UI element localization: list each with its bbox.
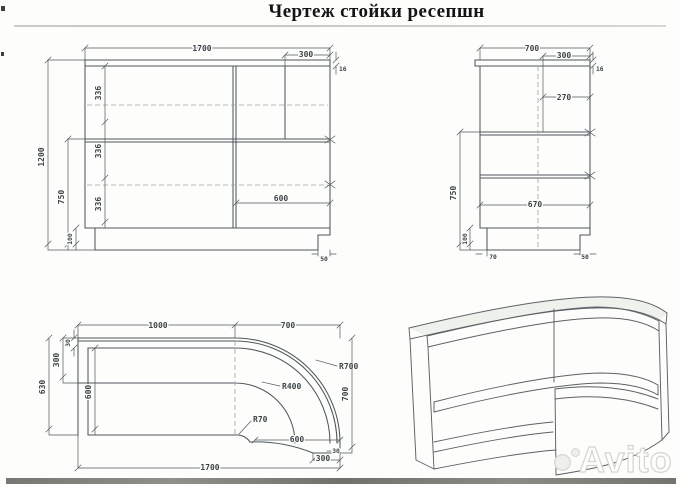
page-title: Чертеж стойки ресепшн xyxy=(268,1,485,22)
dim-side-inner-depth: 670 xyxy=(528,200,543,209)
dim-plan-end-width: 300 xyxy=(316,454,331,463)
dim-plan-end-inset: 30 xyxy=(332,448,340,455)
dim-plan-counter-depth: 300 xyxy=(52,353,61,368)
perspective-sketch xyxy=(408,296,670,476)
dim-front-counter-height: 750 xyxy=(57,190,66,205)
dim-front-inner-width: 600 xyxy=(274,194,289,203)
dim-plan-work-depth: 600 xyxy=(84,385,93,400)
dim-front-shelf-gap-1: 336 xyxy=(94,86,103,101)
dim-side-thickness: 16 xyxy=(596,66,604,73)
dim-front-plinth: 100 xyxy=(67,233,74,245)
dim-plan-radius-corner: R70 xyxy=(253,415,268,424)
dim-front-width-total: 1700 xyxy=(192,44,211,53)
avito-watermark: Avito xyxy=(552,439,673,480)
dim-side-shelf-depth: 270 xyxy=(557,93,572,102)
scan-speck xyxy=(1,6,5,11)
dim-front-thickness: 16 xyxy=(339,66,347,73)
dim-side-depth-total: 700 xyxy=(525,44,540,53)
dim-side-plinth: 100 xyxy=(462,233,469,245)
scan-speck xyxy=(1,52,4,56)
front-dimensions: 1700 300 16 1200 750 100 336 336 336 600… xyxy=(36,43,348,265)
dim-plan-left-depth: 630 xyxy=(38,380,47,395)
avito-watermark-text: Avito xyxy=(578,439,673,480)
dim-plan-right-depth: 700 xyxy=(341,387,350,402)
dim-plan-inner-span: 600 xyxy=(290,435,305,444)
front-outline xyxy=(84,59,336,251)
plan-view-drawing: 1000 700 30 300 630 600 R700 R400 R70 60… xyxy=(37,320,360,474)
dim-front-height-total: 1200 xyxy=(37,147,46,166)
dim-side-counter-height: 750 xyxy=(449,186,458,201)
avito-logo-icon xyxy=(552,441,580,479)
dim-plan-edge-inset: 30 xyxy=(65,339,72,347)
title-divider xyxy=(14,25,666,27)
front-view-drawing: 1700 300 16 1200 750 100 336 336 336 600… xyxy=(36,43,348,265)
dim-side-top-section: 300 xyxy=(557,51,572,60)
dim-plan-radius-outer: R700 xyxy=(339,362,358,371)
dim-front-top-section: 300 xyxy=(299,50,314,59)
dim-side-toe: 70 xyxy=(489,254,497,261)
plan-outline xyxy=(77,337,341,454)
scan-artifact-bottom xyxy=(6,478,676,484)
plan-dimensions: 1000 700 30 300 630 600 R700 R400 R70 60… xyxy=(37,320,360,474)
perspective-view-drawing xyxy=(408,296,670,476)
avito-logo-dot-small xyxy=(571,448,580,457)
dim-plan-radius-mid: R400 xyxy=(282,382,301,391)
dim-front-shelf-gap-3: 336 xyxy=(94,197,103,212)
dim-front-notch: 50 xyxy=(320,256,328,263)
side-view-drawing: 700 300 16 270 750 670 100 70 50 xyxy=(448,43,605,263)
avito-logo-dot-large xyxy=(554,454,571,471)
dim-side-notch: 50 xyxy=(581,254,589,261)
dim-plan-curve-span: 700 xyxy=(281,321,296,330)
side-dimensions: 700 300 16 270 750 670 100 70 50 xyxy=(448,43,605,263)
dim-plan-total-length: 1700 xyxy=(200,463,219,472)
dim-front-shelf-gap-2: 336 xyxy=(94,144,103,159)
dim-plan-straight-length: 1000 xyxy=(148,321,167,330)
side-outline xyxy=(474,59,596,251)
